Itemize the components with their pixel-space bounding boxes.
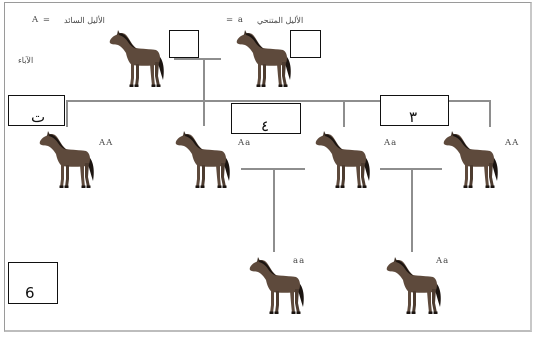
answer-box-middle[interactable]: ٤ [231, 103, 301, 134]
dominant-allele-symbol: A = [32, 15, 51, 25]
genotype-child-2: Aa [238, 138, 252, 148]
box-middle-text: ٤ [261, 117, 270, 135]
recessive-allele-label: الأليل المتنحي [257, 16, 304, 25]
recessive-allele-symbol: = a [226, 15, 244, 25]
answer-box-parent-left[interactable] [169, 30, 199, 58]
answer-box-parent-right[interactable] [290, 30, 321, 58]
answer-box-right[interactable]: ٣ [380, 95, 449, 126]
box-bottom-text: 6 [25, 284, 35, 302]
box-left-text: ت [31, 108, 46, 126]
child-3-drop-line [343, 100, 345, 127]
horse-icon-child-3 [315, 131, 370, 188]
horse-icon-parent-left [109, 30, 164, 87]
diagram-frame [4, 2, 532, 332]
answer-box-left[interactable]: ت [8, 95, 65, 126]
box-right-text: ٣ [409, 108, 418, 126]
descent-line-left [273, 168, 275, 252]
genotype-grandchild-1: aa [293, 256, 306, 266]
horse-icon-child-2 [175, 131, 230, 188]
horse-icon-child-1 [39, 131, 94, 188]
descent-line-right [411, 168, 413, 252]
children-sibling-line [66, 100, 491, 102]
horse-icon-parent-right [236, 30, 291, 87]
horse-icon-child-4 [443, 131, 498, 188]
child-4-drop-line [489, 100, 491, 127]
dominant-allele-label: الأليل السائد [64, 16, 105, 25]
answer-box-bottom[interactable]: 6 [8, 262, 58, 304]
genotype-child-1: AA [99, 138, 114, 148]
genotype-child-3: Aa [384, 138, 398, 148]
parents-label: الآباء [18, 56, 34, 65]
parents-mating-line [174, 58, 221, 60]
genotype-child-4: AA [505, 138, 520, 148]
child-1-drop-line [66, 100, 68, 127]
genotype-grandchild-2: Aa [436, 256, 450, 266]
parents-descent-line [203, 58, 205, 126]
